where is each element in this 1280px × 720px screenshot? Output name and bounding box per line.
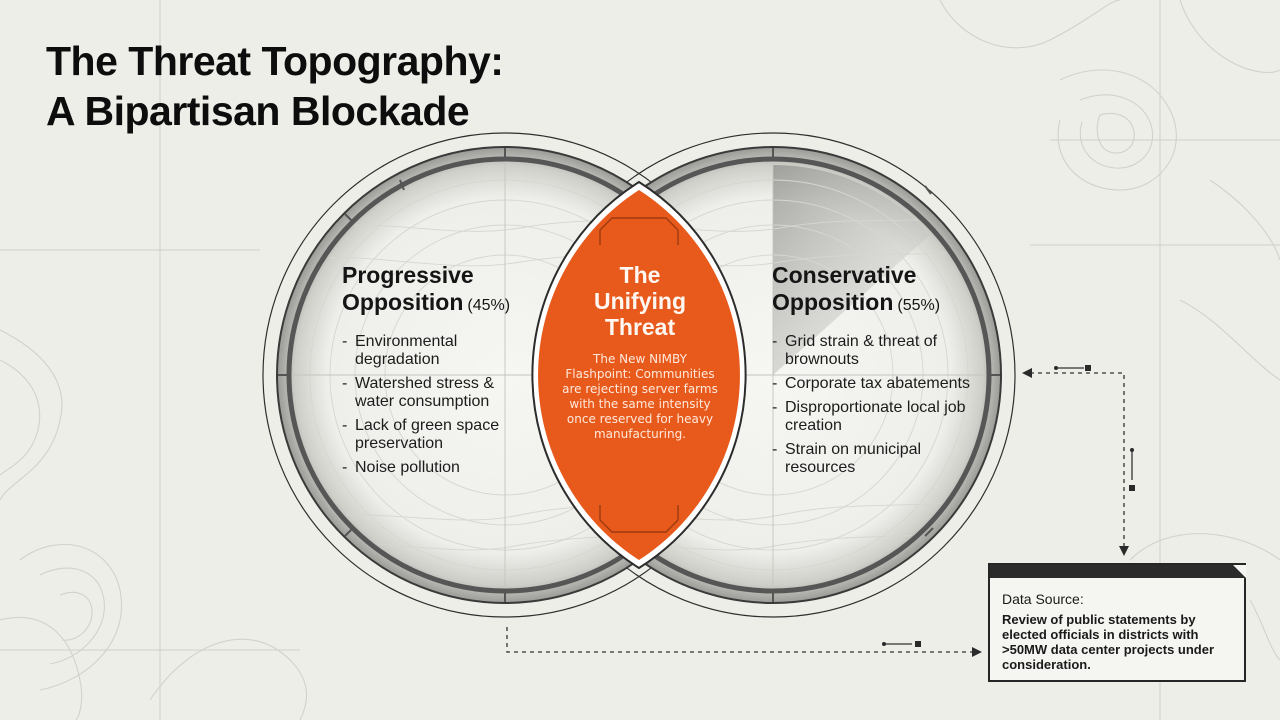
data-source-label: Data Source: [1002, 591, 1084, 607]
list-item: Grid strain & threat of brownouts [772, 333, 972, 369]
list-item: Environmental degradation [342, 333, 532, 369]
title-line-1: The Threat Topography: [46, 38, 504, 84]
list-item: Watershed stress & water consumption [342, 375, 532, 411]
list-item: Noise pollution [342, 459, 532, 477]
progressive-heading: Progressive Opposition(45%) [342, 262, 532, 319]
unifying-threat-panel: The Unifying Threat The New NIMBY Flashp… [560, 262, 720, 442]
progressive-heading-line-1: Progressive [342, 262, 474, 288]
list-item: Strain on municipal resources [772, 441, 972, 477]
conservative-heading-line-2: Opposition [772, 289, 894, 315]
title-line-2: A Bipartisan Blockade [46, 88, 470, 134]
unifying-threat-description: The New NIMBY Flashpoint: Communities ar… [562, 352, 718, 441]
list-item: Corporate tax abatements [772, 375, 972, 393]
progressive-concerns-list: Environmental degradation Watershed stre… [342, 333, 532, 477]
progressive-opposition-panel: Progressive Opposition(45%) Environmenta… [342, 262, 532, 483]
conservative-opposition-panel: Conservative Opposition(55%) Grid strain… [772, 262, 972, 483]
intersection-fill [538, 190, 740, 560]
conservative-heading-line-1: Conservative [772, 262, 917, 288]
center-heading-line-2: Unifying [594, 288, 686, 314]
conservative-share: (55%) [897, 297, 941, 314]
conservative-concerns-list: Grid strain & threat of brownouts Corpor… [772, 333, 972, 477]
progressive-share: (45%) [467, 297, 511, 314]
list-item: Lack of green space preservation [342, 417, 532, 453]
data-source-text: Review of public statements by elected o… [1002, 612, 1215, 672]
center-heading-line-1: The [619, 262, 661, 288]
unifying-threat-heading: The Unifying Threat [560, 262, 720, 340]
intersection-lens [531, 180, 747, 570]
center-heading-line-3: Threat [604, 314, 676, 340]
conservative-heading: Conservative Opposition(55%) [772, 262, 972, 319]
source-connector [506, 367, 1133, 653]
progressive-heading-line-2: Opposition [342, 289, 464, 315]
card-header-bar [990, 565, 1246, 578]
page-title: The Threat Topography: A Bipartisan Bloc… [46, 36, 504, 136]
list-item: Disproportionate local job creation [772, 399, 972, 435]
data-source-card: Data Source: Review of public statements… [988, 563, 1246, 682]
